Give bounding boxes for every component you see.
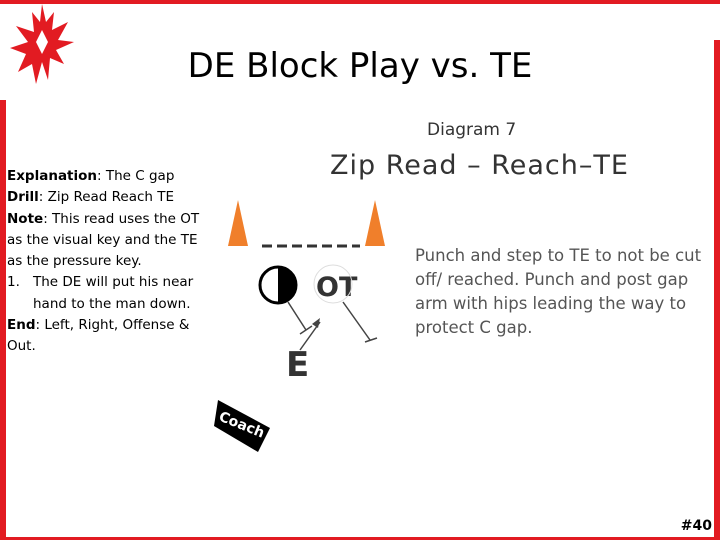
ot-route-end	[364, 337, 378, 343]
te-player-icon	[258, 265, 298, 305]
play-diagram: OT E	[228, 200, 385, 385]
end-text: : Left, Right, Offense & Out.	[7, 317, 190, 355]
note-text: : This read uses the OT as the visual ke…	[7, 210, 200, 270]
diagram-number: Diagram 7	[427, 120, 517, 140]
drill-label: Drill	[7, 189, 39, 206]
te-route-line	[287, 301, 307, 331]
top-border	[0, 0, 720, 4]
drill-line: Drill: Zip Read Reach TE	[7, 187, 217, 208]
diagram-description: Punch and step to TE to not be cut off/ …	[415, 246, 702, 337]
right-border	[714, 40, 720, 540]
drill-text: : Zip Read Reach TE	[38, 189, 175, 206]
left-cone-icon	[228, 200, 248, 246]
hawk-logo-icon	[10, 4, 74, 84]
page-number: #40	[680, 518, 712, 534]
explanation-block: Explanation: The C gap Drill: Zip Read R…	[7, 166, 217, 358]
right-cone-icon	[365, 200, 385, 246]
e-label: E	[286, 345, 309, 385]
list-item-text: The DE will put his near hand to the man…	[33, 274, 194, 312]
left-border	[0, 100, 6, 540]
bottom-border	[0, 537, 720, 540]
explanation-line: Explanation: The C gap	[7, 166, 217, 187]
de-arrow-head	[312, 318, 320, 328]
te-route-end	[299, 325, 313, 335]
ot-route-line	[342, 301, 371, 341]
end-label: End	[7, 317, 36, 334]
explanation-label: Explanation	[7, 168, 98, 184]
list-item: 1. The DE will put his near hand to the …	[7, 272, 217, 315]
slide-title: DE Block Play vs. TE	[187, 46, 533, 86]
end-line: End: Left, Right, Offense & Out.	[7, 315, 217, 358]
diagram-title: Zip Read – Reach–TE	[330, 150, 629, 181]
list-marker: 1.	[7, 274, 20, 291]
note-label: Note	[7, 210, 44, 227]
note-line: Note: This read uses the OT as the visua…	[7, 209, 217, 273]
explanation-text: : The C gap	[97, 168, 175, 184]
coach-stamp: Coach	[214, 400, 270, 452]
ot-circle	[313, 264, 353, 304]
